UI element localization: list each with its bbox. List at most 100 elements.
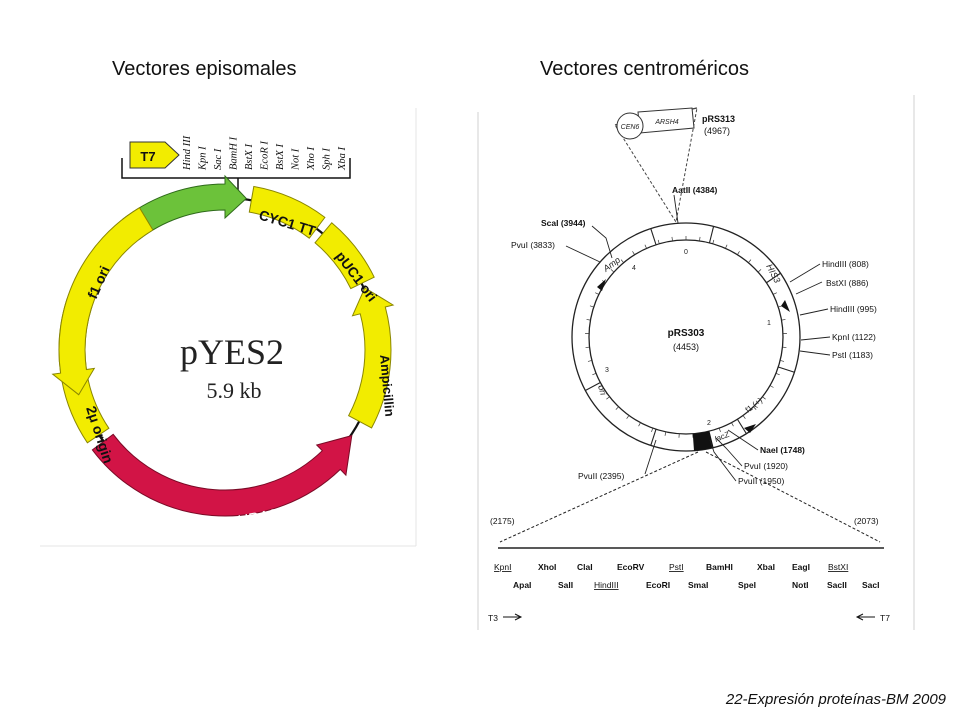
lacz-label: lacZ	[713, 429, 731, 443]
ring-tick	[651, 428, 654, 433]
mcs-site-label: Not I	[291, 148, 302, 171]
mcs-site-label: BstX I	[275, 144, 286, 170]
polylinker-site: ApaI	[513, 580, 531, 590]
site-pvui-1920: PvuI (1920)	[744, 461, 788, 471]
ring-divider	[650, 429, 657, 446]
polylinker-site: BstXI	[828, 562, 848, 572]
tick-4: 4	[632, 265, 636, 272]
his3-label: HIS3	[764, 262, 782, 284]
tick-1: 1	[767, 320, 771, 327]
ura3-arrow	[91, 433, 353, 517]
mcs-site-label: Hind III	[182, 135, 193, 171]
polylinker-site: NotI	[792, 580, 809, 590]
ring-tick	[626, 415, 630, 419]
polylinker-site: ClaI	[577, 562, 593, 572]
t7-arrow	[855, 613, 875, 621]
ring-divider	[778, 366, 795, 373]
prs303-size: (4453)	[673, 342, 699, 352]
ring-tick	[731, 422, 734, 427]
site-leader-lines	[565, 194, 831, 482]
ampicillin-label: Ampicillin	[377, 354, 397, 417]
polylinker-site: EcoRV	[617, 562, 645, 572]
prs303-name: pRS303	[668, 328, 705, 339]
mcs-site-label: EcoR I	[260, 141, 271, 171]
ring-tick	[664, 431, 667, 436]
ring-tick	[589, 305, 594, 308]
tick-3: 3	[605, 367, 609, 374]
polylinker-site: EcoRI	[646, 580, 670, 590]
ring-tick	[762, 396, 766, 400]
t7-promoter-label: T7	[880, 613, 890, 623]
ring-tick	[781, 319, 786, 321]
polylinker-site: XbaI	[757, 562, 775, 572]
pyes2-size: 5.9 kb	[207, 378, 262, 403]
ura3-label: URA3	[236, 506, 279, 530]
prs303-map: CEN6 ARSH4 pRS313 (4967) Amp HIS3 ori f1…	[477, 95, 915, 630]
ring-tick	[769, 385, 774, 388]
mcs-site-label: Sac I	[213, 148, 224, 170]
f1-ori-arrow	[51, 207, 154, 396]
left-heading: Vectores episomales	[112, 58, 297, 80]
mcs-site-label: BstX I	[244, 144, 255, 170]
ring-divider	[708, 226, 715, 244]
ring-tick	[712, 239, 715, 244]
tick-2: 2	[707, 420, 711, 427]
polylinker-site: XhoI	[538, 562, 556, 572]
t7-label: T7	[140, 149, 155, 164]
site-psti: PstI (1183)	[832, 350, 873, 360]
mcs-site-label: Xho I	[306, 146, 317, 171]
zoom-lines	[499, 451, 881, 543]
mcs-site-label: BamH I	[229, 137, 240, 170]
ring-tick	[718, 428, 721, 433]
polylinker-site: SacI	[862, 580, 880, 590]
site-hindiii-808: HindIII (808)	[822, 259, 869, 269]
ring-tick	[737, 251, 740, 255]
site-hindiii-995: HindIII (995)	[830, 304, 877, 314]
ring-tick	[671, 236, 673, 241]
cen6-label: CEN6	[621, 124, 640, 131]
mcs-bracket	[121, 158, 351, 179]
puc1-ori-block	[314, 222, 375, 290]
ring-tick	[699, 236, 701, 241]
ring-tick	[773, 292, 777, 295]
prs303-outer-ring	[571, 222, 801, 452]
lacz-black-block	[692, 431, 714, 451]
ring-tick	[586, 319, 591, 321]
t3-arrow	[503, 613, 523, 621]
ring-tick	[610, 269, 615, 273]
pyes2-name: pYES2	[180, 332, 284, 372]
ring-tick	[595, 292, 599, 295]
site-bstxi-886: BstXI (886)	[826, 278, 869, 288]
ring-tick	[606, 396, 610, 400]
tick-0: 0	[684, 249, 688, 256]
his3-direction-arrow	[781, 300, 790, 312]
ring-tick	[725, 244, 728, 249]
ori-label: ori	[596, 384, 609, 397]
ring-tick	[587, 360, 592, 362]
site-aatii: AatII (4384)	[672, 185, 718, 195]
site-scai: ScaI (3944)	[541, 218, 586, 228]
ring-tick	[657, 239, 660, 244]
mcs-site-label: Sph I	[322, 148, 333, 170]
ring-tick	[644, 244, 647, 249]
ring-divider	[650, 228, 657, 245]
zoom-right-coord: (2073)	[854, 516, 879, 526]
polylinker-site: HindIII	[594, 580, 619, 590]
ring-divider	[736, 418, 747, 434]
t3-label: T3	[488, 613, 498, 623]
site-pvui-3833: PvuI (3833)	[511, 240, 555, 250]
ring-tick	[780, 360, 785, 362]
gal1-promoter-label: PGAL1	[171, 211, 214, 236]
ring-tick	[632, 251, 635, 255]
ring-tick	[742, 415, 746, 419]
site-pvuii-2395: PvuII (2395)	[578, 471, 624, 481]
polylinker-site: EagI	[792, 562, 810, 572]
ring-tick	[757, 269, 762, 273]
ring-tick	[748, 259, 752, 263]
ring-divider	[766, 272, 781, 284]
ring-tick	[638, 422, 641, 427]
